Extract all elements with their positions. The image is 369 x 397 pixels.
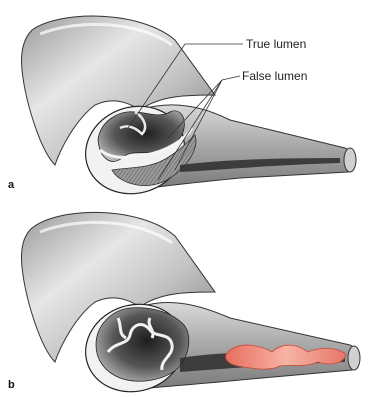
aorta-tail-end-a <box>344 148 356 172</box>
panel-letter-a: a <box>8 179 15 191</box>
aorta-tail-end-b <box>348 346 360 370</box>
panel-b: b <box>8 212 360 397</box>
label-false-lumen: False lumen <box>242 69 307 83</box>
label-true-lumen: True lumen <box>246 37 306 51</box>
lumen-b <box>96 308 189 382</box>
panel-a: True lumen False lumen a <box>8 16 356 206</box>
panel-letter-b: b <box>8 379 15 391</box>
